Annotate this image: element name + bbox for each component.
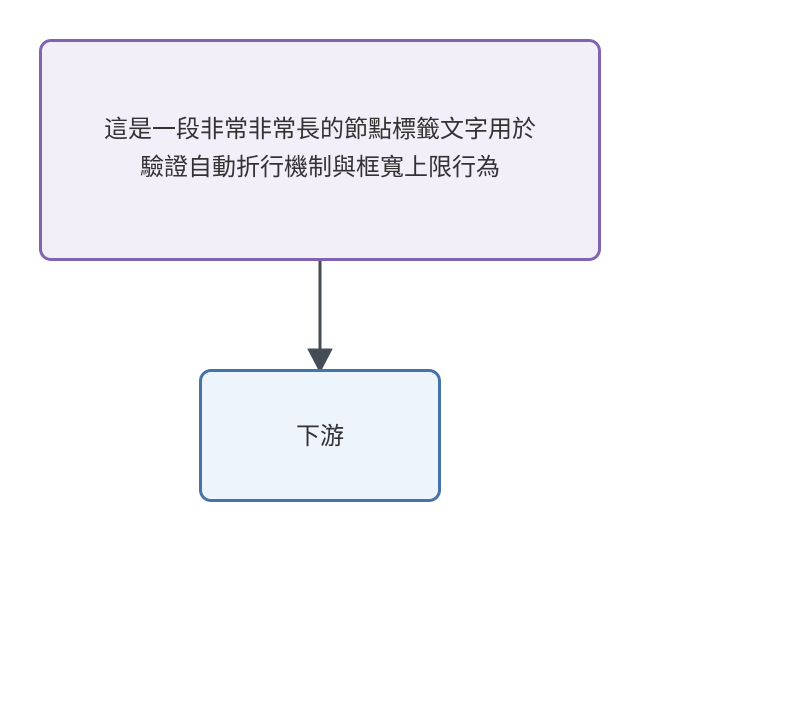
node-downstream-label: 下游 xyxy=(296,421,344,450)
edge-arrowhead xyxy=(307,348,333,373)
edge-upstream-to-downstream xyxy=(307,261,333,373)
node-upstream-label: 這是一段非常非常長的節點標籤文字用於驗證自動折行機制與框寬上限行為 xyxy=(104,115,536,181)
node-downstream[interactable]: 下游 xyxy=(199,369,441,502)
node-upstream[interactable]: 這是一段非常非常長的節點標籤文字用於驗證自動折行機制與框寬上限行為 xyxy=(39,39,601,261)
